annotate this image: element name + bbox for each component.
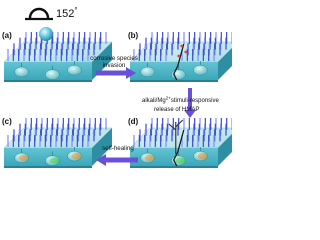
hmap-capsule bbox=[14, 66, 29, 78]
diagram-canvas: 152° (a) (b) (c) (d) corrosive species inva… bbox=[2, 6, 239, 168]
corrosive-species-dot bbox=[184, 50, 188, 54]
panel-label: (b) bbox=[128, 31, 139, 40]
substrate-edge bbox=[130, 166, 218, 168]
hmap-capsule bbox=[140, 66, 155, 78]
arrow-d-c-label: self-healing bbox=[102, 145, 134, 152]
coating-crack bbox=[173, 43, 185, 81]
substrate-edge bbox=[4, 80, 92, 82]
coating-crack bbox=[173, 129, 185, 167]
corrosive-species-dot bbox=[177, 54, 181, 58]
contact-angle-value: 152 bbox=[56, 8, 74, 20]
released-inhibitor bbox=[144, 154, 155, 161]
arrow-d-to-c: self-healing bbox=[96, 145, 138, 166]
substrate-edge bbox=[130, 80, 218, 82]
arrow-b-d-label-line1: alkali/Mg2+stimuli-responsive bbox=[142, 96, 220, 105]
hmap-capsule bbox=[193, 64, 208, 76]
arrow-a-to-b: corrosive species invasion bbox=[90, 55, 138, 79]
angle-arc-icon bbox=[25, 7, 53, 21]
corrosive-species-dot bbox=[180, 44, 184, 48]
panel-d: (d) bbox=[128, 117, 239, 168]
hmap-capsule bbox=[67, 64, 82, 76]
arrow-b-d-label-line2: release of HMAP bbox=[154, 107, 199, 113]
coating-side-face bbox=[92, 128, 112, 166]
arrow-b-to-d: alkali/Mg2+stimuli-responsive release of… bbox=[142, 88, 220, 118]
released-inhibitor bbox=[18, 154, 29, 161]
contact-angle-unit: ° bbox=[74, 6, 77, 15]
hmap-capsule bbox=[45, 69, 60, 80]
released-inhibitor bbox=[49, 157, 60, 164]
schematic-diagram: 152° (a) (b) (c) (d) corrosive species inva… bbox=[2, 6, 239, 168]
panel-label: (c) bbox=[2, 117, 12, 126]
panel-c: (c) bbox=[2, 117, 113, 168]
panels-group: (a) (b) (c) (d) bbox=[2, 31, 239, 168]
release-tree-icon bbox=[168, 119, 184, 154]
panel-label: (a) bbox=[2, 31, 12, 40]
arrow-a-b-label-line1: corrosive species bbox=[90, 55, 138, 62]
charge-superscript: 2+ bbox=[166, 96, 172, 101]
alkali-mg-text: alkali/Mg bbox=[142, 98, 166, 104]
substrate-edge bbox=[4, 166, 92, 168]
stimuli-text: stimuli-responsive bbox=[171, 98, 220, 104]
panel-label: (d) bbox=[128, 117, 139, 126]
released-inhibitor bbox=[71, 153, 82, 160]
arrow-a-b-label-line2: invasion bbox=[103, 62, 126, 69]
panel-b: (b) bbox=[128, 31, 239, 82]
released-inhibitor bbox=[175, 157, 186, 164]
water-droplet-icon bbox=[39, 27, 53, 41]
released-inhibitor bbox=[197, 153, 208, 160]
svg-text:152°: 152° bbox=[56, 6, 78, 20]
contact-angle-indicator: 152° bbox=[25, 6, 78, 21]
